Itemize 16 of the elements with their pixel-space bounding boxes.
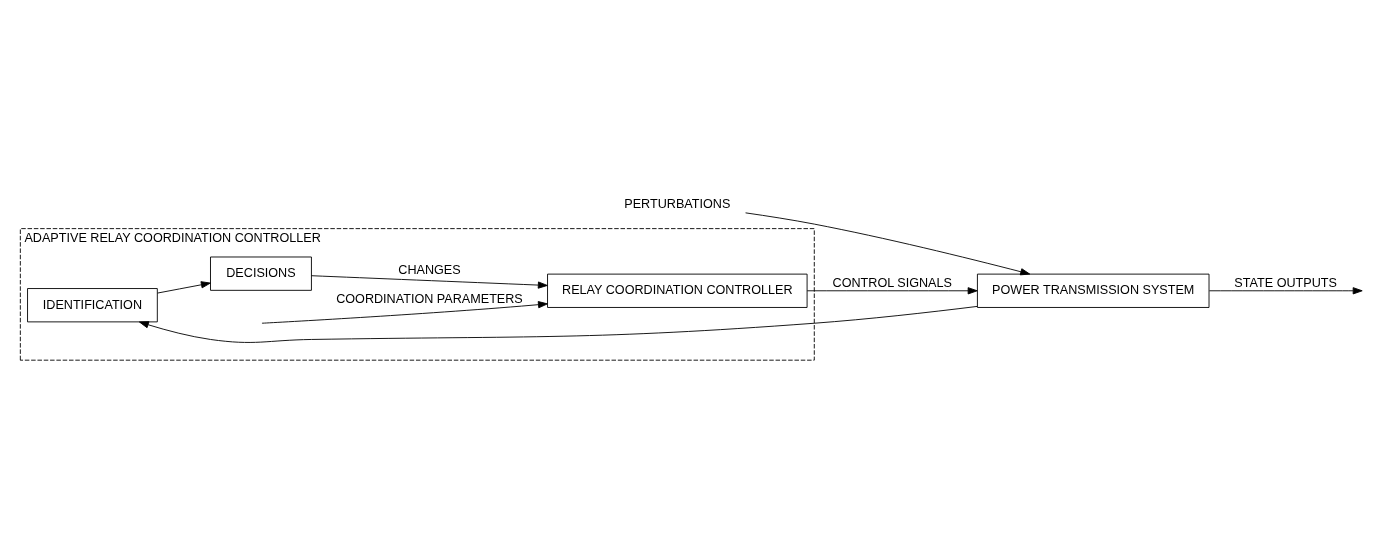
arrow xyxy=(311,275,548,289)
arrow xyxy=(745,212,1031,276)
edge-label: CHANGES xyxy=(398,262,461,277)
arrow xyxy=(261,301,548,324)
arrow xyxy=(138,305,978,343)
edge-label: CONTROL SIGNALS xyxy=(832,276,952,291)
edge-label: COORDINATION PARAMETERS xyxy=(336,291,523,306)
node-box: POWER TRANSMISSION SYSTEM xyxy=(976,273,1210,308)
arrow xyxy=(1208,287,1363,295)
node-text: PERTURBATIONS xyxy=(624,196,731,211)
arrow xyxy=(157,281,211,294)
edge-label: STATE OUTPUTS xyxy=(1234,276,1337,291)
node-box: RELAY COORDINATION CONTROLLER xyxy=(547,273,808,308)
node-box: DECISIONS xyxy=(210,256,312,291)
arrow xyxy=(806,287,978,295)
node-box: IDENTIFICATION xyxy=(27,288,158,323)
